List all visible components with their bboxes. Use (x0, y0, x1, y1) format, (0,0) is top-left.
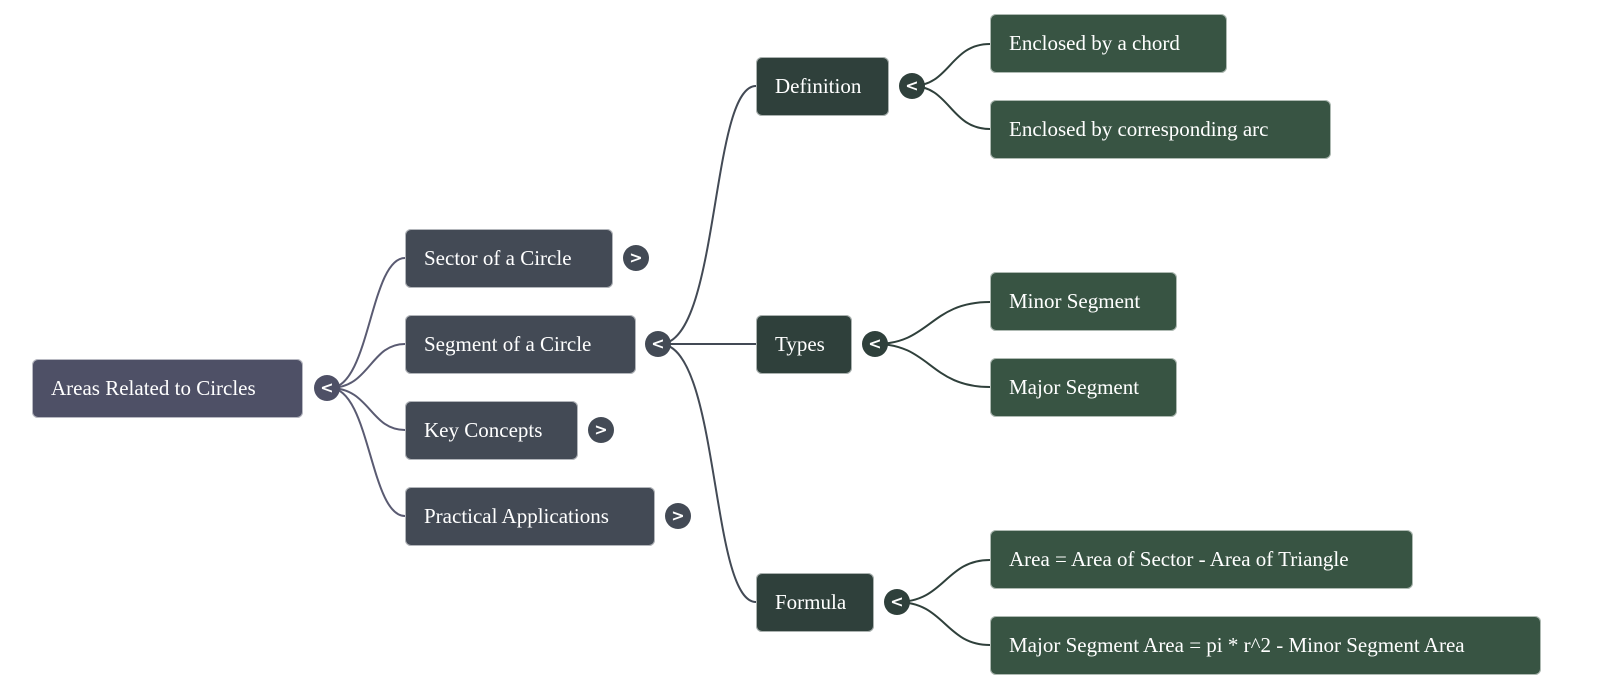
edge-root-sector (329, 257, 406, 389)
edge-segment-formula (659, 343, 757, 603)
expand-toggle-icon[interactable]: > (588, 417, 614, 443)
collapse-toggle-icon[interactable]: < (314, 375, 340, 401)
edge-formula-sector-triangle (896, 559, 991, 603)
root-node[interactable]: Areas Related to Circles (32, 359, 303, 418)
collapse-toggle-icon[interactable]: < (645, 331, 671, 357)
collapse-toggle-icon[interactable]: < (884, 589, 910, 615)
edge-types-major (875, 343, 991, 388)
collapse-toggle-icon[interactable]: < (899, 73, 925, 99)
collapse-toggle-icon[interactable]: < (862, 331, 888, 357)
node-formula[interactable]: Formula (756, 573, 874, 632)
edge-root-applications (329, 387, 406, 517)
branch-sector-of-a-circle[interactable]: Sector of a Circle (405, 229, 613, 288)
edge-segment-definition (659, 85, 757, 345)
edge-root-key-concepts (329, 387, 406, 431)
edge-types-minor (875, 301, 991, 345)
leaf-major-segment[interactable]: Major Segment (990, 358, 1177, 417)
leaf-enclosed-by-arc[interactable]: Enclosed by corresponding arc (990, 100, 1331, 159)
expand-toggle-icon[interactable]: > (623, 245, 649, 271)
edge-root-segment (329, 343, 406, 389)
leaf-major-segment-area-formula[interactable]: Major Segment Area = pi * r^2 - Minor Se… (990, 616, 1541, 675)
expand-toggle-icon[interactable]: > (665, 503, 691, 529)
node-definition[interactable]: Definition (756, 57, 889, 116)
leaf-enclosed-by-chord[interactable]: Enclosed by a chord (990, 14, 1227, 73)
edge-definition-arc (911, 85, 991, 130)
branch-segment-of-a-circle[interactable]: Segment of a Circle (405, 315, 636, 374)
edge-formula-major-area (896, 601, 991, 646)
branch-practical-applications[interactable]: Practical Applications (405, 487, 655, 546)
node-types[interactable]: Types (756, 315, 852, 374)
branch-key-concepts[interactable]: Key Concepts (405, 401, 578, 460)
leaf-minor-segment[interactable]: Minor Segment (990, 272, 1177, 331)
leaf-area-formula[interactable]: Area = Area of Sector - Area of Triangle (990, 530, 1413, 589)
